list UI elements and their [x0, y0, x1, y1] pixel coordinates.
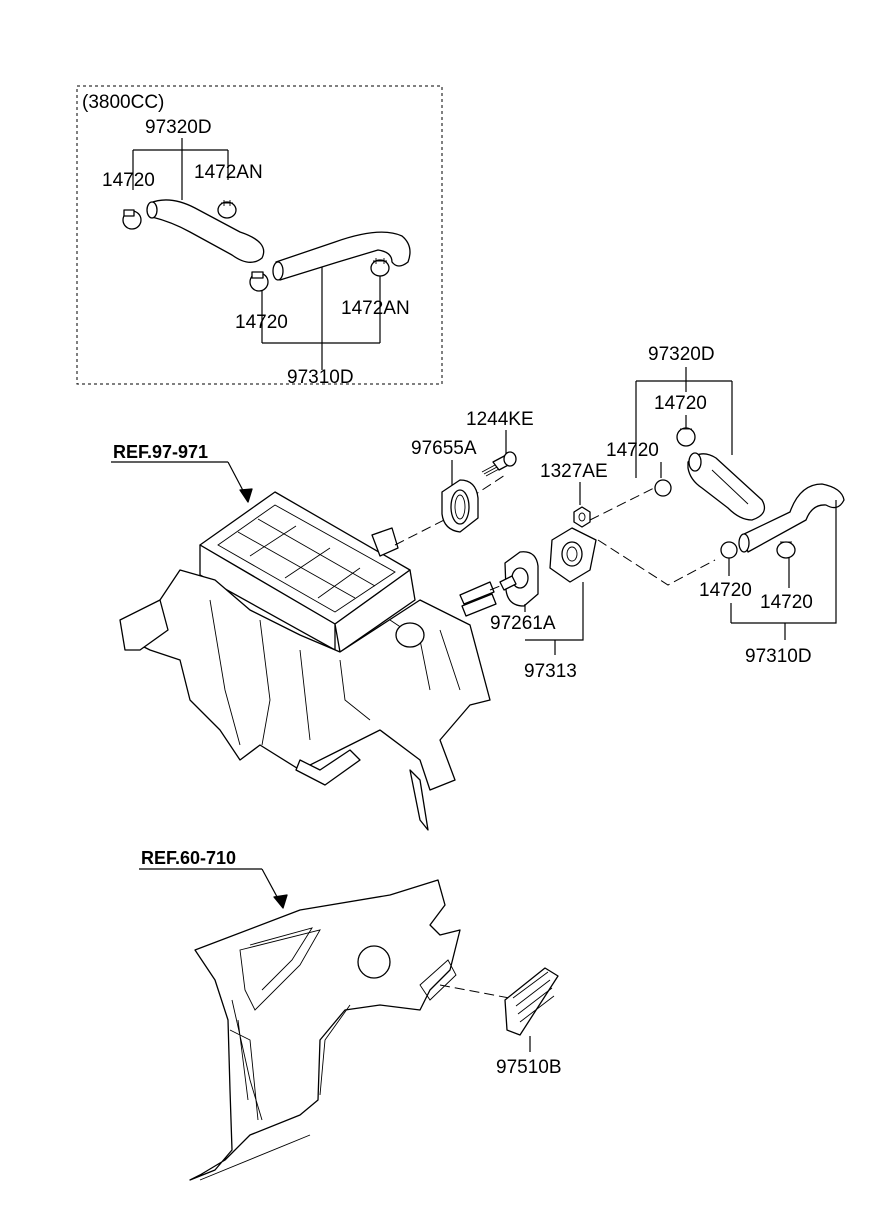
heater-area: REF.97-971	[111, 409, 716, 831]
inset-3800cc: (3800CC) 97320D 14720 1472AN 14720 1472A…	[76, 85, 443, 388]
gasket-label: 97261A	[490, 613, 556, 634]
inset-hose-lower-end	[272, 261, 284, 281]
quarter-panel-drawing	[189, 879, 461, 1181]
nut-drawing	[573, 506, 591, 528]
inset-hose-lower-label: 97310D	[287, 367, 354, 388]
clamp-a-label: 14720	[654, 393, 707, 414]
clamp-c-icon	[720, 541, 738, 559]
ref-panel-label: REF.60-710	[141, 848, 236, 868]
clamp-b-icon	[654, 479, 672, 497]
inset-leader-lower	[261, 265, 381, 370]
inset-clamp-lower-right-icon	[370, 258, 390, 277]
vent-drawing	[504, 967, 559, 1036]
inset-frame	[76, 85, 443, 385]
inset-hose-lower	[275, 231, 411, 281]
inset-clamp-upper-right-icon	[217, 200, 237, 219]
hose-lower-leader	[730, 500, 837, 640]
hose-upper-drawing	[687, 452, 766, 521]
ref-heater-label: REF.97-971	[113, 442, 208, 462]
inset-clamp-upper-left-label: 14720	[102, 170, 155, 191]
hose-upper-label: 97320D	[648, 344, 715, 365]
clamp-d-icon	[776, 541, 796, 559]
screw-drawing	[481, 451, 517, 477]
assembly-line-4	[597, 539, 716, 586]
plate-assy-label: 97313	[524, 661, 577, 682]
screw-label: 1244KE	[466, 409, 534, 430]
nut-label: 1327AE	[540, 461, 608, 482]
inset-variant-label: (3800CC)	[82, 92, 164, 113]
assembly-line-1	[394, 517, 449, 546]
inset-hose-upper-end	[146, 201, 158, 219]
clamp-c-label: 14720	[699, 580, 752, 601]
inset-leader-upper	[132, 138, 229, 200]
ref-heater-arrowhead	[239, 488, 253, 503]
rear-panel-area: REF.60-710 97510B	[139, 848, 562, 1181]
clamp-b-label: 14720	[606, 440, 659, 461]
gasket-drawing	[499, 551, 539, 607]
ref-panel-arrowhead	[273, 894, 288, 909]
assembly-line-5	[589, 484, 661, 521]
right-hoses: 97320D 14720 14720 1	[606, 344, 845, 667]
vent-label: 97510B	[496, 1057, 562, 1078]
inset-hose-upper-label: 97320D	[145, 117, 212, 138]
grommet-drawing	[441, 479, 479, 533]
clamp-d-label: 14720	[760, 592, 813, 613]
inset-clamp-upper-left-icon	[122, 209, 142, 230]
hose-lower-drawing	[738, 483, 845, 553]
heater-unit-drawing	[119, 491, 497, 831]
hose-lower-label: 97310D	[745, 646, 812, 667]
inset-clamp-lower-right-label: 1472AN	[341, 298, 410, 319]
grommet-label: 97655A	[411, 438, 477, 459]
inset-clamp-lower-left-icon	[249, 271, 269, 292]
assembly-line-2	[489, 583, 506, 591]
clamp-a-icon	[676, 427, 696, 447]
hose-upper-leader	[635, 367, 733, 478]
inset-hose-upper	[149, 199, 265, 263]
assembly-line-vent	[439, 984, 521, 1001]
plate-drawing	[549, 527, 597, 583]
